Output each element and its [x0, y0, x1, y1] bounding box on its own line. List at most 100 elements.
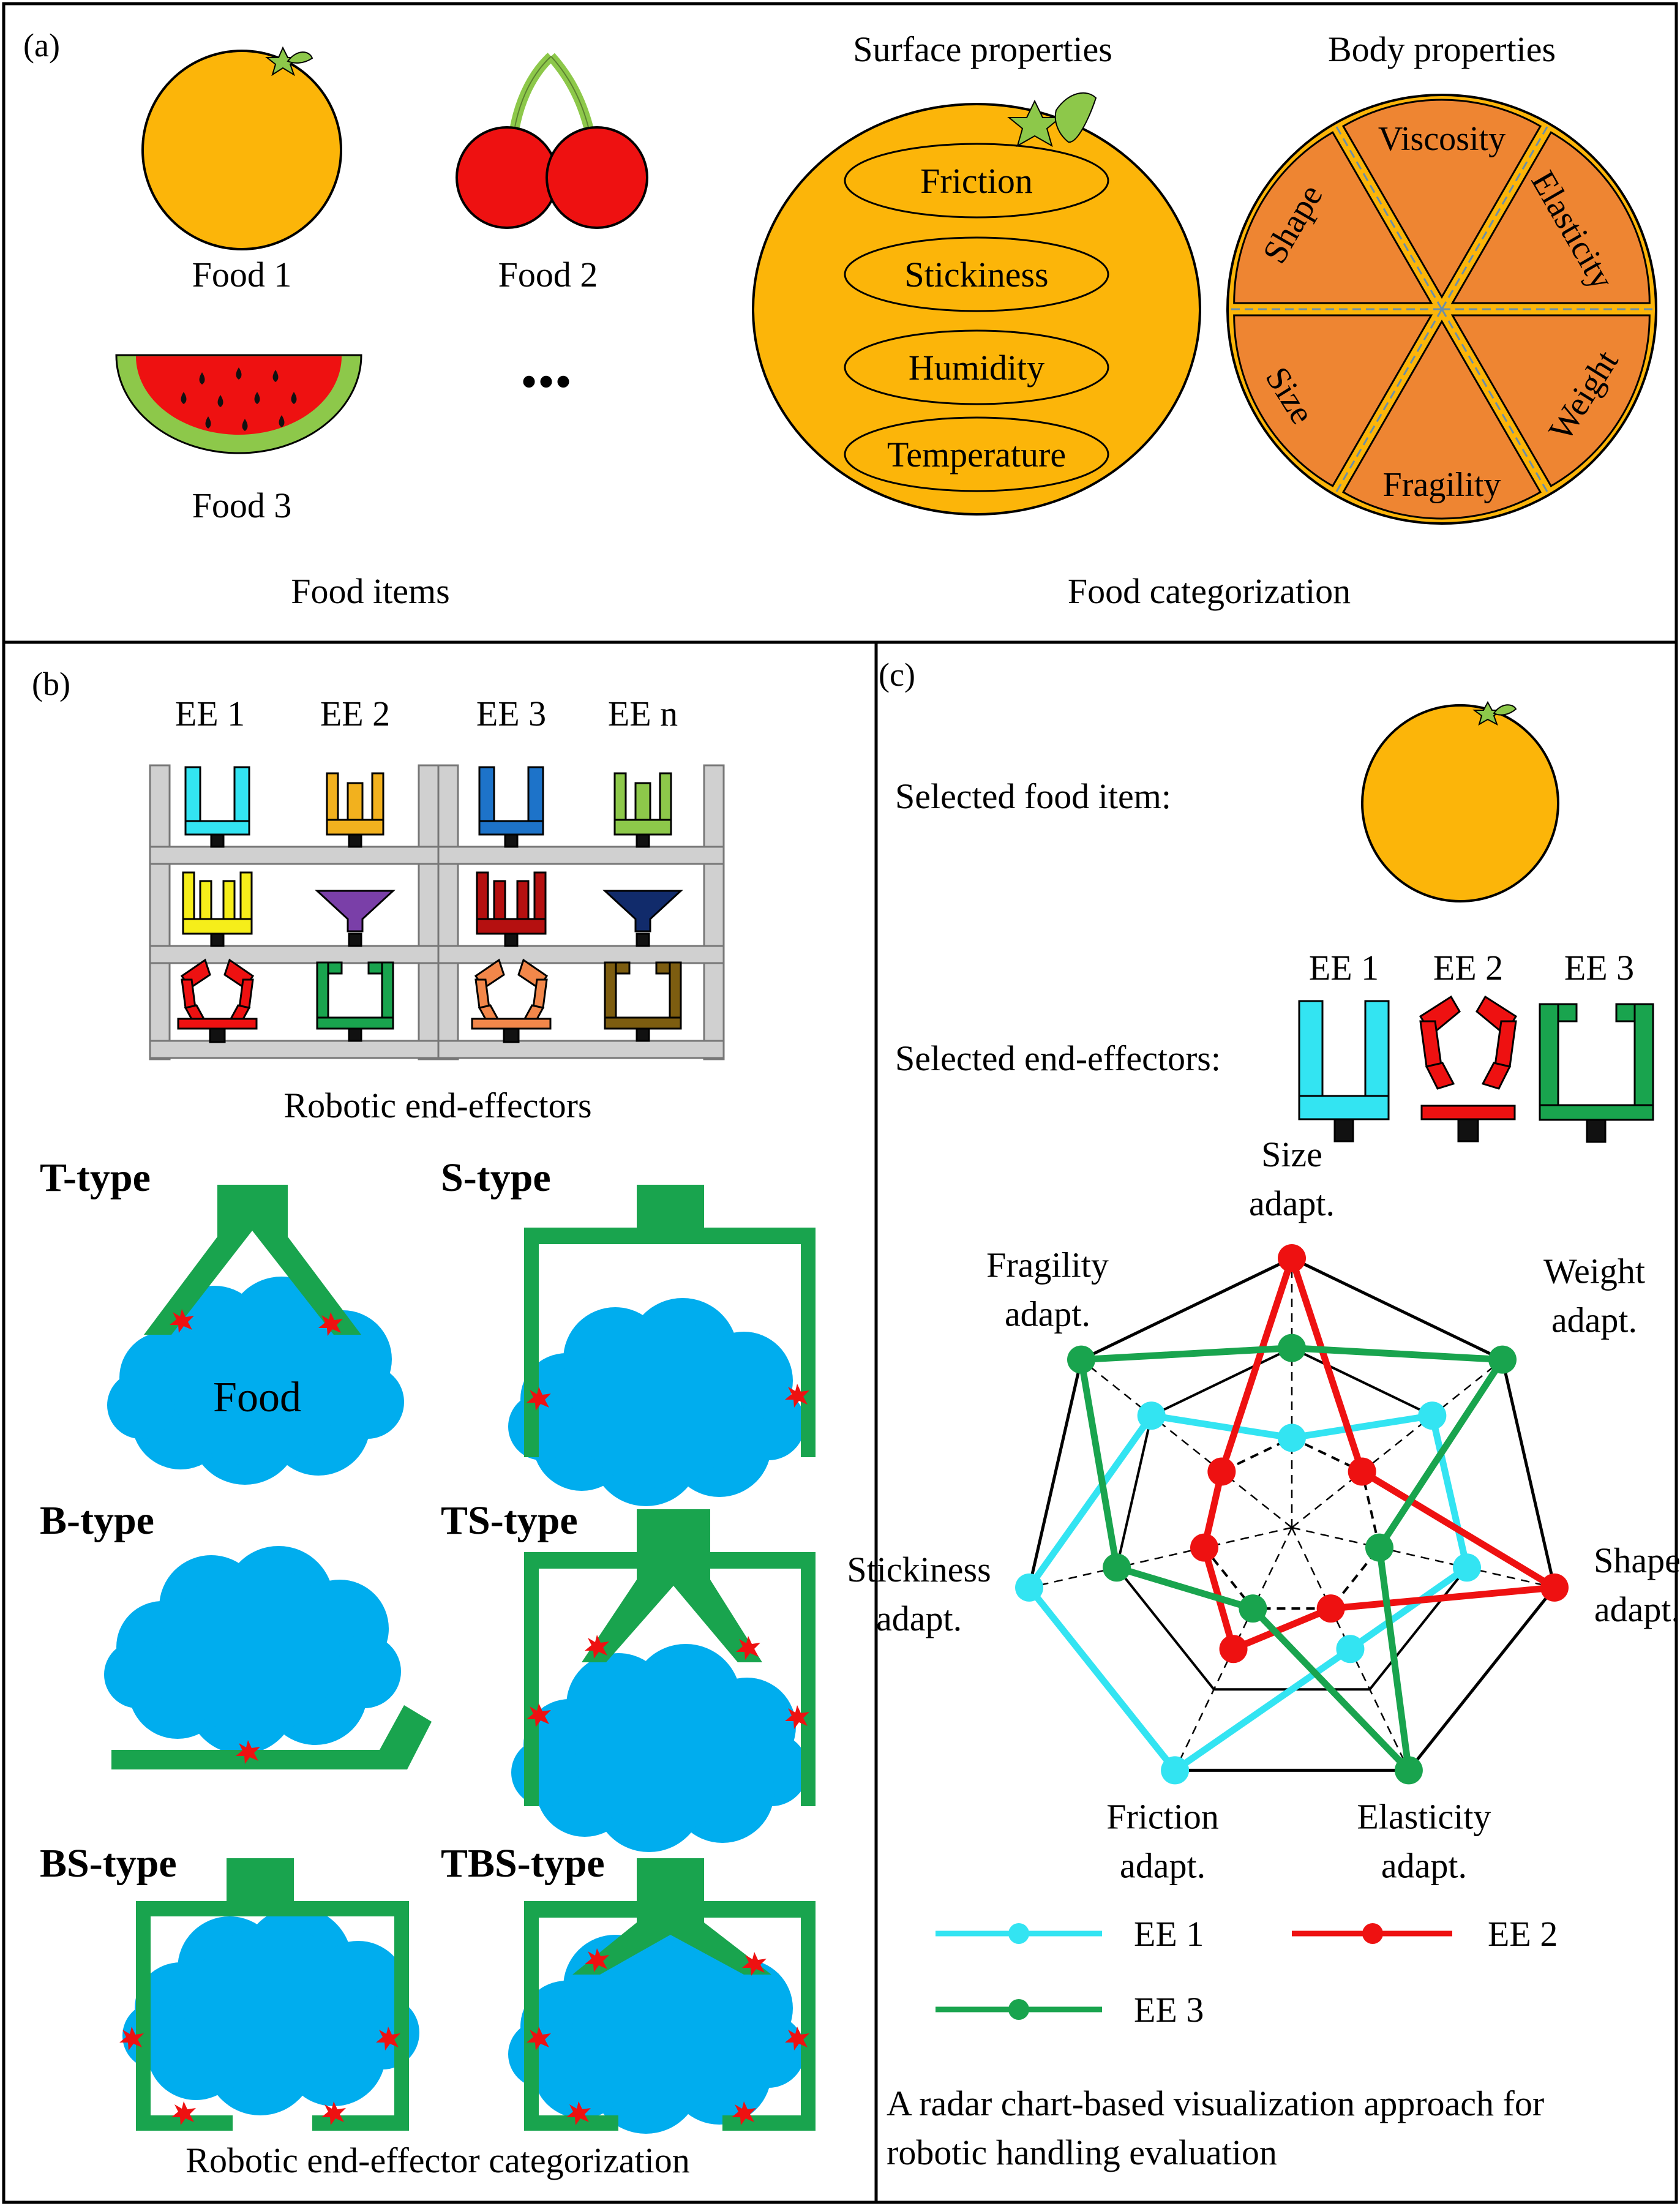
radar-point [1207, 1457, 1236, 1486]
radar-point [1161, 1756, 1190, 1785]
radar-spoke [1291, 1359, 1503, 1528]
legend-ee-1: EE 1 [936, 1914, 1204, 1954]
orange-slice [1450, 131, 1651, 304]
radar-point [1394, 1756, 1423, 1785]
gripper-jaw-orange-icon [471, 959, 552, 1043]
legend-ee-3: EE 3 [936, 1990, 1204, 2030]
legend-ee-1-label: EE 1 [1134, 1914, 1204, 1954]
selected-ee-label: Selected end-effectors: [895, 1038, 1221, 1078]
rack-ee-3-label: EE 3 [476, 694, 546, 733]
suction-cup-purple-icon [316, 890, 394, 947]
body-fragility: Fragility [1383, 466, 1501, 504]
rack-ee-2-label: EE 2 [320, 694, 390, 733]
radar-grid-ring [1115, 1346, 1469, 1691]
food-cloud-icon [122, 1907, 419, 2115]
b-type-label: B-type [40, 1498, 154, 1543]
radar-point [1540, 1573, 1569, 1602]
rack-ee-n-label: EE n [608, 694, 678, 733]
food-items-label: Food items [291, 571, 449, 611]
selected-food-label: Selected food item: [895, 776, 1171, 816]
radar-series-1 [1026, 1412, 1471, 1774]
radar-point [1452, 1553, 1481, 1582]
panel-b-caption: Robotic end-effector categorization [186, 2140, 689, 2180]
legend-ee-3-label: EE 3 [1134, 1990, 1204, 2030]
radar-point [1336, 1635, 1365, 1664]
surface-humidity: Humidity [909, 348, 1044, 388]
panel-a-tag: (a) [23, 27, 60, 64]
selected-ee-2-icon [1419, 995, 1518, 1142]
slice-divider [1441, 309, 1548, 493]
radar-axis-label: adapt. [1120, 1845, 1206, 1885]
t-type-label: T-type [40, 1155, 151, 1200]
radar-axis-label: Weight [1543, 1251, 1645, 1291]
panel-c-caption-line-1: A radar chart-based visualization approa… [887, 2084, 1544, 2123]
tbs-type-diagram [508, 1858, 816, 2134]
food-cloud-icon [508, 1926, 805, 2134]
food-3-label: Food 3 [192, 486, 292, 525]
radar-chart: Sizeadapt.Weightadapt.Shapeadapt.Elastic… [847, 1135, 1680, 1885]
body-orange-icon [1226, 94, 1657, 525]
radar-point [1015, 1573, 1044, 1602]
surface-temperature: Temperature [887, 435, 1066, 475]
panel-a: (a) Food 1 Food 2 [23, 27, 1657, 611]
tbs-type-label: TBS-type [441, 1841, 605, 1886]
radar-point [1190, 1533, 1219, 1562]
ts-type-diagram [511, 1509, 816, 1852]
selected-ee-2-label: EE 2 [1433, 948, 1503, 988]
surface-properties-title: Surface properties [853, 29, 1112, 69]
radar-point [1103, 1553, 1131, 1582]
s-type-diagram [508, 1185, 816, 1506]
radar-spoke [1029, 1526, 1292, 1589]
food-2-label: Food 2 [498, 255, 598, 295]
radar-point [1067, 1345, 1095, 1374]
rack-caption: Robotic end-effectors [283, 1086, 591, 1125]
gripper-blue-icon [478, 766, 544, 848]
slice-divider [1335, 309, 1443, 493]
radar-point [1278, 1334, 1306, 1362]
radar-axis-label: Shape [1594, 1540, 1680, 1580]
more-foods-ellipsis: ••• [520, 355, 572, 409]
food-cloud-icon [511, 1644, 808, 1852]
radar-axis-label: Stickiness [847, 1550, 991, 1589]
surface-orange-icon [752, 92, 1201, 516]
bs-type-diagram [119, 1858, 419, 2131]
radar-legend: EE 1 EE 2 EE 3 [936, 1914, 1558, 2030]
surface-friction: Friction [920, 161, 1033, 201]
radar-axis-label: adapt. [1381, 1845, 1467, 1885]
cherry-icon [456, 53, 648, 229]
food-cloud-icon [104, 1546, 401, 1754]
orange-slice [1233, 314, 1433, 487]
gripper-fork-orange-icon [326, 772, 384, 848]
radar-axis-label: adapt. [1005, 1294, 1090, 1334]
panel-c-tag: (c) [879, 656, 915, 693]
radar-point [1137, 1401, 1166, 1430]
ts-type-label: TS-type [441, 1498, 578, 1543]
orange-slice [1233, 131, 1433, 304]
surface-stickiness: Stickiness [904, 255, 1048, 295]
selected-ee-3-label: EE 3 [1564, 948, 1634, 988]
orange-slice [1341, 99, 1542, 299]
food-label: Food [213, 1374, 301, 1421]
radar-point [1488, 1345, 1517, 1374]
watermelon-icon [115, 354, 362, 454]
gripper-fork-yellow-icon [182, 871, 253, 947]
legend-ee-2: EE 2 [1292, 1914, 1558, 1954]
selected-orange-icon [1361, 700, 1559, 902]
panel-c: (c) Selected food item: EE 1 EE 2 EE 3 S… [847, 656, 1680, 2172]
radar-axis-label: Fragility [986, 1245, 1109, 1285]
gripper-bracket-brown-icon [604, 961, 682, 1042]
panel-c-caption-line-2: robotic handling evaluation [887, 2133, 1277, 2172]
selected-ee-1-icon [1298, 1000, 1390, 1142]
surface-property-list [844, 143, 1109, 492]
radar-point [1219, 1635, 1248, 1664]
radar-axis-label: adapt. [1249, 1184, 1335, 1223]
panel-b-tag: (b) [32, 666, 70, 702]
radar-spoke [1291, 1526, 1555, 1589]
radar-point [1239, 1594, 1267, 1623]
radar-point [1278, 1424, 1306, 1452]
radar-axis-label: Elasticity [1357, 1796, 1491, 1836]
slice-divider [1335, 126, 1443, 310]
b-type-diagram [104, 1546, 432, 1769]
